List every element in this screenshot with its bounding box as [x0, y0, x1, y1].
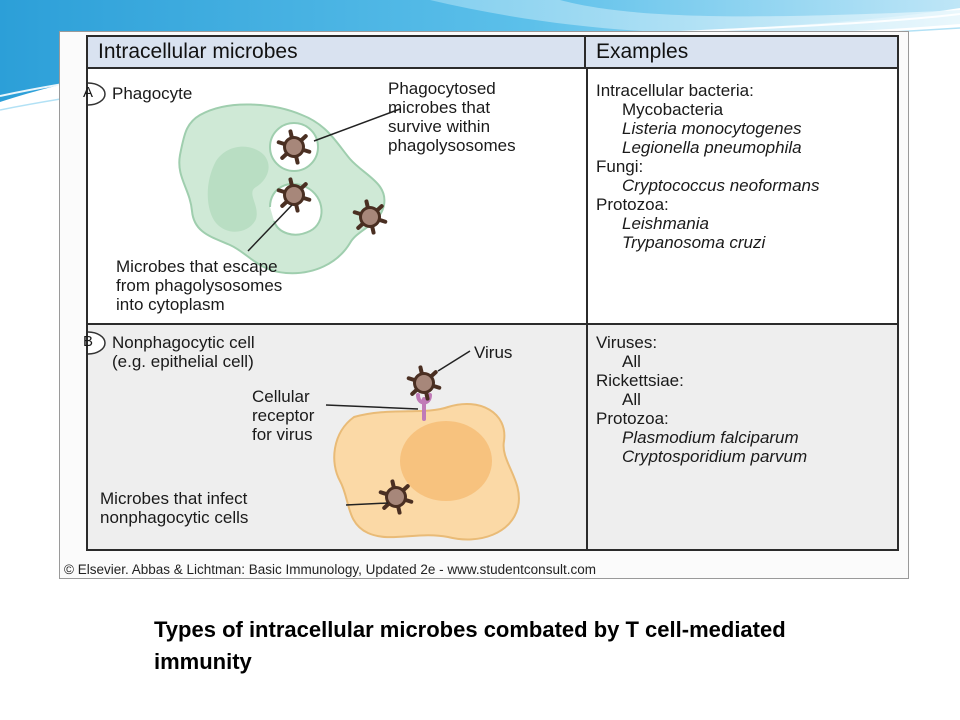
column-divider [586, 69, 588, 549]
infect-label-line: nonphagocytic cells [100, 508, 249, 527]
example-category: Viruses: [596, 333, 658, 352]
phagocytosed-label-line: phagolysosomes [388, 136, 516, 155]
leader-line-phagocytosed [313, 108, 401, 142]
slide-caption: Types of intracellular microbes combated… [154, 617, 786, 674]
epithelial-nucleus [400, 421, 492, 501]
receptor-label-line: Cellular [252, 387, 310, 406]
escape-label-line: into cytoplasm [116, 295, 225, 314]
nonphagocytic-title-line: Nonphagocytic cell [112, 333, 255, 352]
example-organism: All [622, 390, 641, 409]
example-organism: Cryptosporidium parvum [622, 447, 808, 466]
phagocytosed-label-line: Phagocytosed [388, 79, 496, 98]
cellular-receptor [416, 393, 432, 421]
leader-line-receptor [325, 404, 419, 410]
example-organism: Plasmodium falciparum [622, 428, 799, 447]
receptor-label-line: for virus [252, 425, 313, 444]
example-organism: Listeria monocytogenes [622, 119, 802, 138]
leader-line-infect [345, 502, 389, 506]
example-category: Rickettsiae: [596, 371, 684, 390]
example-category: Protozoa: [596, 409, 669, 428]
phagocytosed-label-line: microbes that [388, 98, 491, 117]
escape-label-line: Microbes that escape [116, 257, 278, 276]
example-category: Protozoa: [596, 195, 669, 214]
microbe-icon [276, 177, 312, 213]
phagocyte-nucleus [207, 146, 269, 232]
microbe-table: Intracellular microbes Examples [83, 35, 899, 551]
row-illustrations [88, 82, 520, 541]
leader-line-escape [247, 204, 293, 252]
example-organism: Legionella pneumophila [622, 138, 802, 157]
column-header-examples: Examples [586, 37, 897, 69]
microbe-icon [378, 479, 414, 515]
example-organism: Mycobacteria [622, 100, 724, 119]
phagocyte-title: Phagocyte [112, 84, 193, 103]
microbe-icon [276, 129, 312, 165]
receptor-label-line: receptor [252, 406, 315, 425]
row-a-marker-oval [88, 82, 106, 106]
leader-line-virus [437, 350, 471, 372]
nonphagocytic-title: Nonphagocytic cell(e.g. epithelial cell) [112, 333, 255, 371]
row-b-marker-letter: B [82, 333, 93, 350]
textbook-figure: Intracellular microbes Examples [59, 31, 909, 579]
row-a-marker-letter: A [82, 84, 93, 101]
microbe-icon [406, 365, 442, 401]
figure-credit: © Elsevier. Abbas & Lichtman: Basic Immu… [64, 562, 596, 577]
phagocytosed-label-line: survive within [388, 117, 491, 136]
example-category: Intracellular bacteria: [596, 81, 754, 100]
example-category: Fungi: [596, 157, 644, 176]
label-virus: Virus [474, 343, 513, 362]
example-organism: All [622, 352, 641, 371]
infect-label-line: Microbes that infect [100, 489, 248, 508]
example-organism: Trypanosoma cruzi [622, 233, 766, 252]
example-organism: Leishmania [622, 214, 709, 233]
escape-label-line: from phagolysosomes [116, 276, 283, 295]
column-header-microbes: Intracellular microbes [88, 37, 586, 69]
row-b-marker-oval [88, 331, 106, 355]
nonphagocytic-title-line: (e.g. epithelial cell) [112, 352, 254, 371]
example-organism: Cryptococcus neoformans [622, 176, 820, 195]
microbe-icon [352, 199, 388, 235]
